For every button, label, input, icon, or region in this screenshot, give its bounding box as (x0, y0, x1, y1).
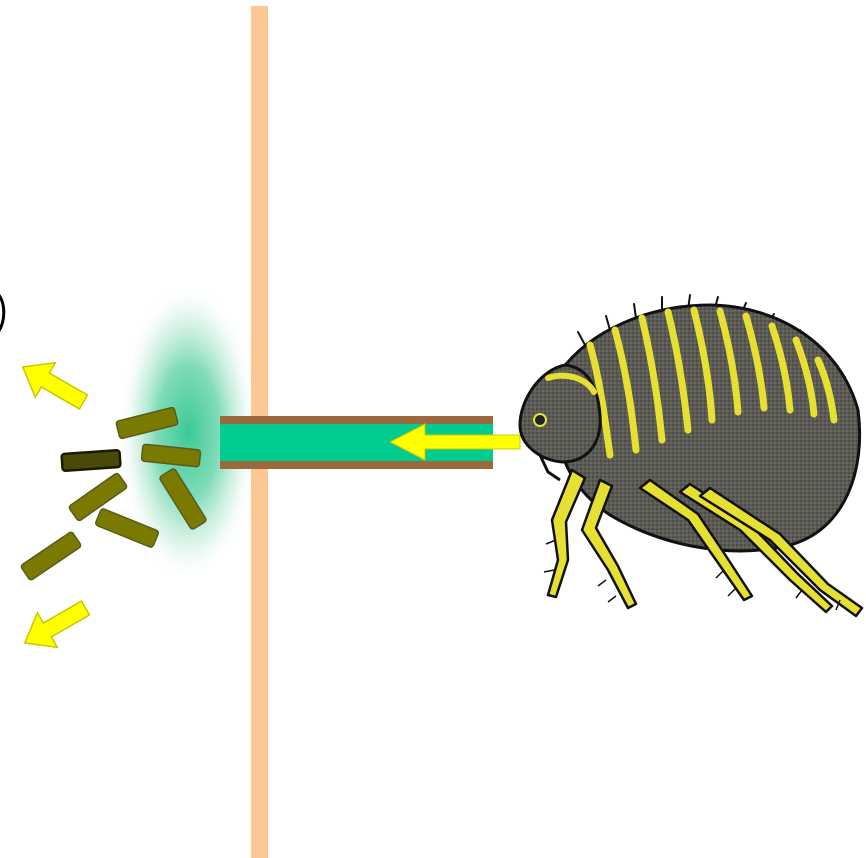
edge-stroke (0, 292, 4, 332)
exit-arrow-lower-icon (15, 591, 96, 661)
bacterium (20, 531, 81, 581)
flea-head (520, 365, 600, 462)
flea-eye (534, 414, 546, 426)
flea-illustration (520, 295, 862, 616)
exit-arrow-upper-icon (13, 350, 94, 420)
bacterium-dark (62, 450, 121, 471)
